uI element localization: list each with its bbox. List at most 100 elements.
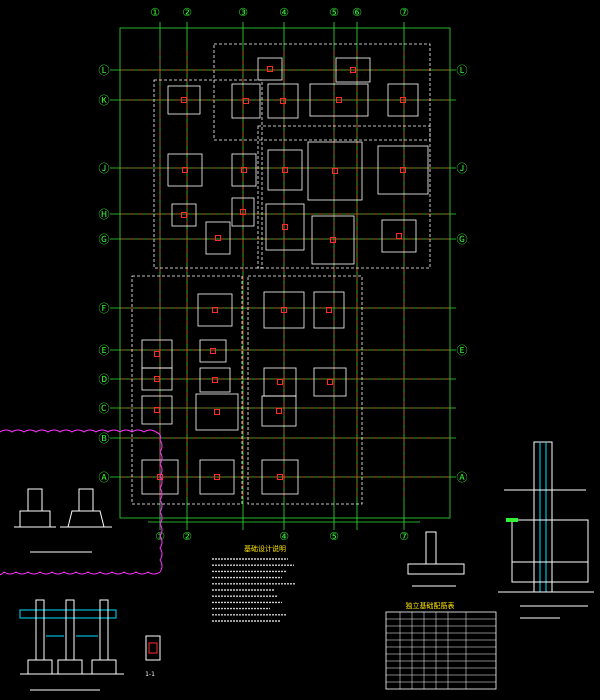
footing-23 [199,339,227,363]
column-stub-9 [241,167,247,173]
foundation-zones [131,43,431,505]
reinforcement-table: 独立基础配筋表 [385,601,497,690]
dimension-frame [119,27,451,519]
axis-label-col-2: ② [182,6,192,19]
footing-16 [311,215,355,265]
column-stub-20 [281,307,287,313]
axis-label-row-G-right: Ⓖ [457,233,468,246]
axis-label-col-5: ⑤ [329,6,339,19]
column-stub-33 [277,474,283,480]
axis-label-row-D: Ⓓ [99,373,110,386]
axis-label-row-E: Ⓔ [99,344,110,357]
axis-label-col-7-bottom: ⑦ [399,530,409,543]
column-stub-25 [212,377,218,383]
footing-18 [205,221,231,255]
design-notes: 基础设计说明 [212,544,296,622]
footing-29 [195,393,239,431]
axis-label-col-5-bottom: ⑤ [329,530,339,543]
column-stub-28 [154,407,160,413]
column-stub-21 [326,307,332,313]
foundation-zone-2 [153,79,263,269]
footing-33 [261,459,299,495]
footing-19 [197,293,233,327]
footing-20 [263,291,305,329]
column-stub-24 [154,376,160,382]
note-lines [212,558,296,622]
column-stub-11 [332,168,338,174]
footing-21 [313,291,345,329]
column-stub-6 [400,97,406,103]
axis-label-row-L: Ⓛ [99,64,110,77]
footing-8 [167,153,203,187]
axis-label-row-H: Ⓗ [99,208,110,221]
footing-12 [377,145,429,195]
plinth-section-detail [407,531,465,587]
footing-11 [307,141,363,201]
column-stub-29 [214,409,220,415]
axis-label-row-E-right: Ⓔ [457,344,468,357]
column-stub-31 [157,474,163,480]
foundation-zone-1 [213,43,431,141]
footing-28 [141,395,173,425]
column-stub-16 [330,237,336,243]
axis-grid [110,22,456,530]
column-stub-18 [215,235,221,241]
foundation-zone-4 [131,275,243,505]
axis-label-row-A: Ⓐ [99,471,110,484]
axis-label-row-J-right: Ⓙ [457,162,468,175]
table-grid [385,611,497,690]
footing-10 [267,149,303,191]
footing-31 [141,459,179,495]
footing-9 [231,153,257,187]
footing-17 [381,219,417,253]
axis-label-col-4: ④ [279,6,289,19]
footing-13 [171,203,197,227]
footing-32 [199,459,235,495]
table-border [385,611,497,690]
column-stub-14 [240,209,246,215]
axis-label-row-J: Ⓙ [99,162,110,175]
column-stub-30 [276,408,282,414]
footing-25 [199,367,231,393]
footing-30 [261,395,297,427]
footing-1 [257,57,283,81]
footing-5 [309,83,369,117]
axis-label-row-G: Ⓖ [99,233,110,246]
column-stub-23 [210,348,216,354]
column-stub-1 [267,66,273,72]
column-stub-22 [154,351,160,357]
column-stub-12 [400,167,406,173]
table-title: 独立基础配筋表 [406,601,455,610]
column-stub-13 [181,212,187,218]
footing-4 [267,83,299,119]
column-stub-5 [336,97,342,103]
column-stub-15 [282,224,288,230]
foundation-zone-5 [247,275,363,505]
tie-beam-elevation-detail [19,599,124,691]
column-stub-3 [243,98,249,104]
footing-3 [231,83,261,119]
revision-cloud [0,429,163,576]
footing-7 [167,85,201,115]
row-axis-labels: Ⓛ Ⓚ Ⓙ Ⓗ Ⓖ Ⓕ Ⓔ Ⓓ Ⓒ Ⓑ Ⓐ Ⓛ Ⓙ Ⓖ Ⓔ Ⓐ [99,64,468,484]
footing-2 [335,57,371,83]
axis-label-row-K: Ⓚ [99,94,110,107]
footing-section-detail-left [14,488,112,553]
axis-label-row-L-right: Ⓛ [457,64,468,77]
footing-27 [313,367,347,397]
axis-label-row-F: Ⓕ [99,302,110,315]
foundation-zone-3 [257,125,431,269]
axis-label-col-1: ① [150,6,160,19]
axis-label-row-A-right: Ⓐ [457,471,468,484]
column-stub-32 [214,474,220,480]
notes-title: 基础设计说明 [244,544,286,553]
axis-label-row-C: Ⓒ [99,402,110,415]
column-stub-7 [181,97,187,103]
footing-24 [141,367,173,391]
column-stub-19 [212,307,218,313]
axis-label-col-7: ⑦ [399,6,409,19]
footing-15 [265,203,305,251]
axis-label-row-B: Ⓑ [99,432,110,445]
axis-label-col-2-bottom: ② [182,530,192,543]
